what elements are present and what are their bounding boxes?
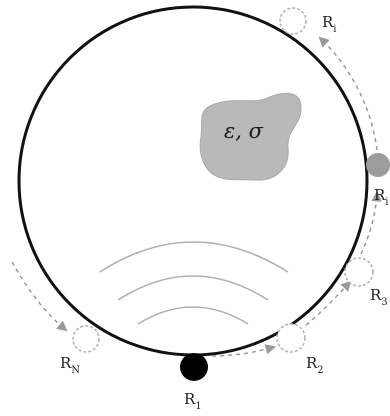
receiver-5: Ri [279, 7, 337, 35]
receiver-4-label: Ri [374, 186, 389, 208]
receiver-2-marker [276, 323, 306, 353]
receiver-3-label: R3 [370, 286, 388, 308]
arrow-r3-r4 [360, 190, 382, 255]
arrow-r1-r2 [211, 344, 277, 357]
wavefront-3 [99, 241, 289, 273]
domain-circle [17, 5, 369, 357]
arrow-incoming [11, 261, 68, 332]
wavefront-1 [137, 306, 249, 325]
receiver-3-marker [344, 257, 374, 287]
receiver-1-marker [180, 353, 208, 381]
wavefront-2 [117, 275, 269, 301]
motion-arrows [11, 36, 382, 357]
receiver-4: Ri [366, 153, 390, 208]
receiver-4-marker [366, 153, 390, 177]
arrow-r2-r3 [305, 280, 352, 326]
wavefronts [99, 241, 289, 325]
arrow-r4-r5 [318, 36, 378, 151]
receiver-2: R2 [276, 323, 324, 376]
region-label: ε, σ [224, 119, 264, 143]
receiver-5-marker [279, 7, 307, 35]
receiver-5-label: Ri [322, 13, 337, 35]
inclusion-region [199, 92, 302, 181]
receiver-3: R3 [344, 257, 388, 308]
receiver-n: RN [60, 325, 100, 376]
receiver-2-label: R2 [306, 354, 324, 376]
receiver-n-label: RN [60, 354, 80, 376]
receiver-1: R1 [180, 353, 208, 412]
receiver-1-label: R1 [184, 390, 202, 412]
receiver-n-marker [72, 325, 100, 353]
